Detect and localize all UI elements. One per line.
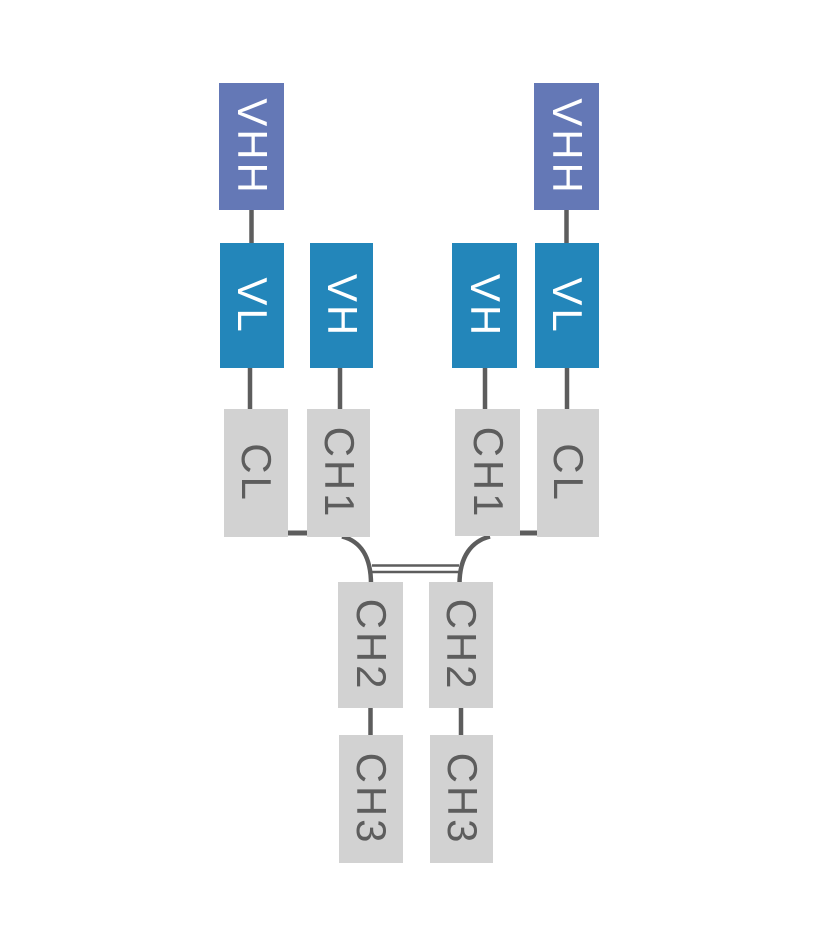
- domain-label-ch1-right: CH1: [464, 426, 512, 519]
- hinge-curve-left: [341, 534, 374, 585]
- domain-label-cl-left: CL: [233, 443, 280, 503]
- domain-box-vl-left: VL: [220, 243, 284, 368]
- domain-box-ch2-right: CH2: [429, 582, 493, 708]
- domain-label-vh-left: VH: [318, 273, 366, 338]
- domain-label-vl-left: VL: [229, 276, 276, 335]
- domain-label-vl-right: VL: [544, 276, 591, 335]
- domain-label-ch2-right: CH2: [438, 598, 485, 692]
- domain-label-ch3-right: CH3: [438, 752, 486, 846]
- domain-box-cl-right: CL: [537, 409, 599, 537]
- domain-box-vh-right: VH: [452, 243, 517, 368]
- domain-box-vh-left: VH: [310, 243, 373, 368]
- domain-box-ch2-left: CH2: [338, 582, 403, 708]
- domain-box-vhh-right: VHH: [534, 83, 599, 210]
- domain-label-ch2-left: CH2: [347, 598, 395, 692]
- domain-label-cl-right: CL: [545, 443, 592, 503]
- hinge-curve-right: [457, 534, 491, 585]
- domain-label-ch3-left: CH3: [348, 752, 395, 846]
- domain-label-ch1-left: CH1: [315, 426, 363, 520]
- domain-label-vhh-left: VHH: [228, 97, 276, 196]
- domain-label-vh-right: VH: [461, 273, 509, 338]
- domain-box-ch1-right: CH1: [455, 409, 520, 536]
- domain-box-vhh-left: VHH: [219, 83, 284, 210]
- domain-box-vl-right: VL: [535, 243, 599, 368]
- domain-box-ch3-right: CH3: [430, 735, 493, 863]
- domain-box-cl-left: CL: [224, 409, 288, 537]
- domain-box-ch1-left: CH1: [307, 409, 370, 537]
- domain-label-vhh-right: VHH: [543, 97, 591, 196]
- domain-box-ch3-left: CH3: [339, 735, 403, 863]
